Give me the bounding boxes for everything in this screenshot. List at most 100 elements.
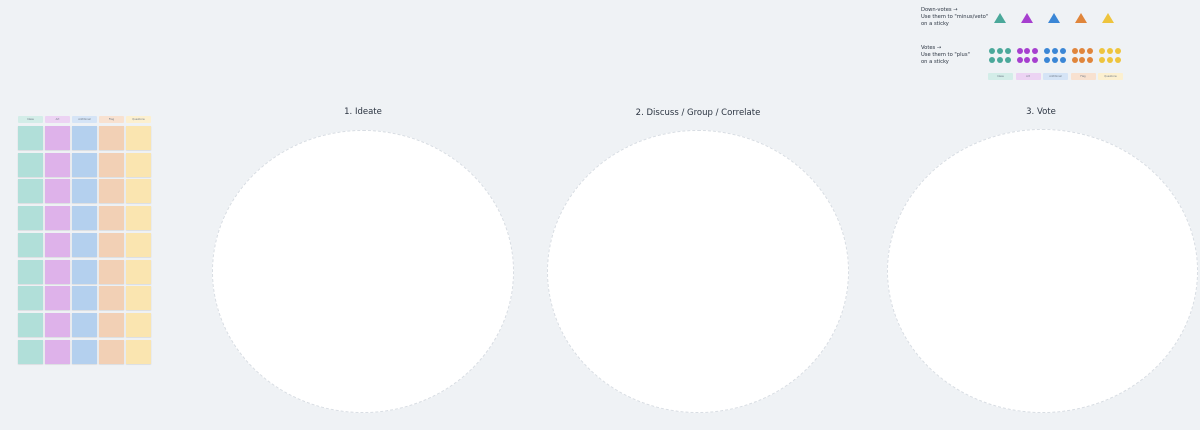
sticky-note[interactable] (126, 312, 151, 337)
sticky-note[interactable] (18, 152, 43, 177)
vote-dot-orange[interactable] (1071, 56, 1078, 63)
sticky-note[interactable] (18, 232, 43, 257)
legend-swatch-blue: Additional (1043, 73, 1068, 80)
vote-dot-orange[interactable] (1071, 48, 1078, 54)
vote-dot-orange[interactable] (1087, 56, 1094, 63)
vote-dot-teal[interactable] (996, 56, 1003, 63)
sticky-column-header: Flag (99, 116, 124, 123)
vote-circle-area[interactable] (887, 129, 1198, 413)
sticky-note[interactable] (99, 259, 124, 284)
vote-dot-purple[interactable] (1032, 56, 1039, 63)
vote-dot-blue[interactable] (1051, 48, 1058, 54)
downvote-triangle-purple[interactable] (1021, 13, 1033, 23)
sticky-note[interactable] (45, 152, 70, 177)
sticky-note[interactable] (99, 312, 124, 337)
vote-dot-yellow[interactable] (1114, 56, 1121, 63)
sticky-column-header: Questions (126, 116, 151, 123)
sticky-note[interactable] (126, 179, 151, 204)
downvote-triangle-yellow[interactable] (1102, 13, 1114, 23)
sticky-note[interactable] (45, 259, 70, 284)
vote-dot-blue[interactable] (1044, 56, 1050, 63)
sticky-note[interactable] (45, 179, 70, 204)
sticky-note[interactable] (72, 312, 97, 337)
vote-dot-purple[interactable] (1016, 48, 1023, 54)
sticky-note[interactable] (126, 206, 151, 231)
sticky-column-header: Ideas (18, 116, 43, 123)
downvote-triangle-teal[interactable] (994, 13, 1006, 23)
downvote-triangles (994, 13, 1124, 25)
votes-legend-text: Votes → Use them to "plus" on a sticky (921, 45, 970, 65)
sticky-note[interactable] (18, 179, 43, 204)
sticky-note[interactable] (99, 232, 124, 257)
sticky-note[interactable] (72, 286, 97, 311)
sticky-note[interactable] (126, 152, 151, 177)
ideate-circle-area[interactable] (212, 130, 514, 413)
sticky-note[interactable] (18, 339, 43, 364)
vote-dot-teal[interactable] (989, 56, 995, 63)
sticky-note[interactable] (45, 312, 70, 337)
legend-swatch-orange: Flag (1070, 73, 1096, 80)
vote-dot-yellow[interactable] (1099, 48, 1105, 54)
legend-swatch-teal: Ideas (988, 73, 1013, 80)
downvote-triangle-blue[interactable] (1048, 13, 1060, 23)
sticky-note[interactable] (72, 179, 97, 204)
vote-dot-teal[interactable] (1004, 56, 1011, 63)
sticky-note[interactable] (18, 259, 43, 284)
sticky-note[interactable] (99, 206, 124, 231)
vote-dot-orange[interactable] (1079, 48, 1086, 54)
vote-dot-blue[interactable] (1059, 56, 1066, 63)
sticky-note[interactable] (18, 312, 43, 337)
sticky-note[interactable] (72, 259, 97, 284)
vote-dot-purple[interactable] (1016, 56, 1023, 63)
vote-dot-purple[interactable] (1032, 48, 1039, 54)
vote-dots (989, 48, 1124, 66)
vote-dot-orange[interactable] (1079, 56, 1086, 63)
sticky-note[interactable] (99, 179, 124, 204)
vote-dot-blue[interactable] (1051, 56, 1058, 63)
sticky-note[interactable] (72, 206, 97, 231)
downvote-triangle-orange[interactable] (1075, 13, 1087, 23)
vote-dot-teal[interactable] (996, 48, 1003, 54)
sticky-note[interactable] (72, 152, 97, 177)
sticky-note[interactable] (126, 126, 151, 150)
vote-dot-yellow[interactable] (1099, 56, 1105, 63)
sticky-note[interactable] (72, 126, 97, 150)
sticky-note[interactable] (45, 232, 70, 257)
vote-dot-yellow[interactable] (1106, 56, 1113, 63)
sticky-note[interactable] (99, 339, 124, 364)
vote-dot-teal[interactable] (1004, 48, 1011, 54)
sticky-note[interactable] (72, 339, 97, 364)
discuss-circle-area[interactable] (547, 130, 849, 413)
sticky-note[interactable] (99, 286, 124, 311)
legend-swatch-purple: Art (1015, 73, 1041, 80)
vote-dot-yellow[interactable] (1114, 48, 1121, 54)
stage-title-vote: 3. Vote (1026, 107, 1056, 117)
sticky-note[interactable] (45, 339, 70, 364)
sticky-note[interactable] (18, 126, 43, 150)
sticky-note[interactable] (45, 206, 70, 231)
sticky-note[interactable] (18, 206, 43, 231)
vote-dot-purple[interactable] (1024, 56, 1031, 63)
sticky-note[interactable] (45, 286, 70, 311)
sticky-note[interactable] (72, 232, 97, 257)
vote-dot-teal[interactable] (989, 48, 995, 54)
sticky-column-header: Additional (72, 116, 97, 123)
vote-dot-yellow[interactable] (1106, 48, 1113, 54)
sticky-column-header: Art (45, 116, 70, 123)
vote-dot-orange[interactable] (1087, 48, 1094, 54)
sticky-note[interactable] (99, 126, 124, 150)
sticky-note[interactable] (18, 286, 43, 311)
vote-dot-blue[interactable] (1059, 48, 1066, 54)
vote-dot-purple[interactable] (1024, 48, 1031, 54)
downvotes-legend-text: Down-votes → Use them to "minus/veto" on… (921, 7, 989, 27)
sticky-note[interactable] (126, 232, 151, 257)
stage-title-ideate: 1. Ideate (344, 107, 382, 117)
vote-dot-blue[interactable] (1044, 48, 1050, 54)
sticky-note[interactable] (126, 339, 151, 364)
sticky-note[interactable] (99, 152, 124, 177)
sticky-note[interactable] (126, 259, 151, 284)
sticky-note[interactable] (126, 286, 151, 311)
sticky-note[interactable] (45, 126, 70, 150)
